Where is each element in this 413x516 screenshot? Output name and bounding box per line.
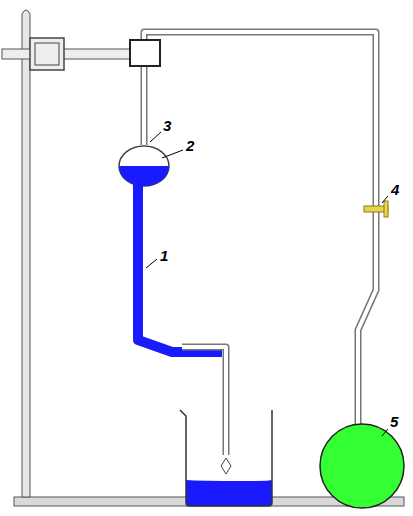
leader-line	[146, 259, 157, 268]
liquid-column	[138, 184, 222, 352]
pinch-clamp-screw	[384, 201, 388, 217]
callout-number: 2	[186, 138, 194, 153]
beaker	[180, 410, 272, 506]
outlet-tube-outline	[182, 347, 226, 455]
bulb	[119, 146, 169, 186]
leader-line	[382, 429, 388, 436]
leader-line	[162, 150, 183, 158]
boss-inner	[35, 43, 59, 65]
drop	[221, 458, 231, 474]
bulb-liquid	[119, 166, 169, 186]
glass-tube-outline	[144, 32, 376, 428]
callout-number: 5	[390, 414, 398, 429]
glass-tube	[144, 32, 376, 428]
leader-line	[382, 196, 388, 203]
callout-number: 4	[391, 182, 399, 197]
beaker-liquid	[186, 480, 272, 506]
callout-number: 1	[160, 248, 168, 263]
callout-number: 3	[163, 118, 171, 133]
balloon	[320, 424, 404, 508]
outlet-tube	[182, 347, 226, 455]
leader-line	[150, 132, 161, 142]
stand-rod	[22, 10, 30, 497]
boss-clamp	[30, 38, 64, 70]
clamp-rod	[2, 49, 137, 59]
tube-clamp	[130, 40, 160, 66]
